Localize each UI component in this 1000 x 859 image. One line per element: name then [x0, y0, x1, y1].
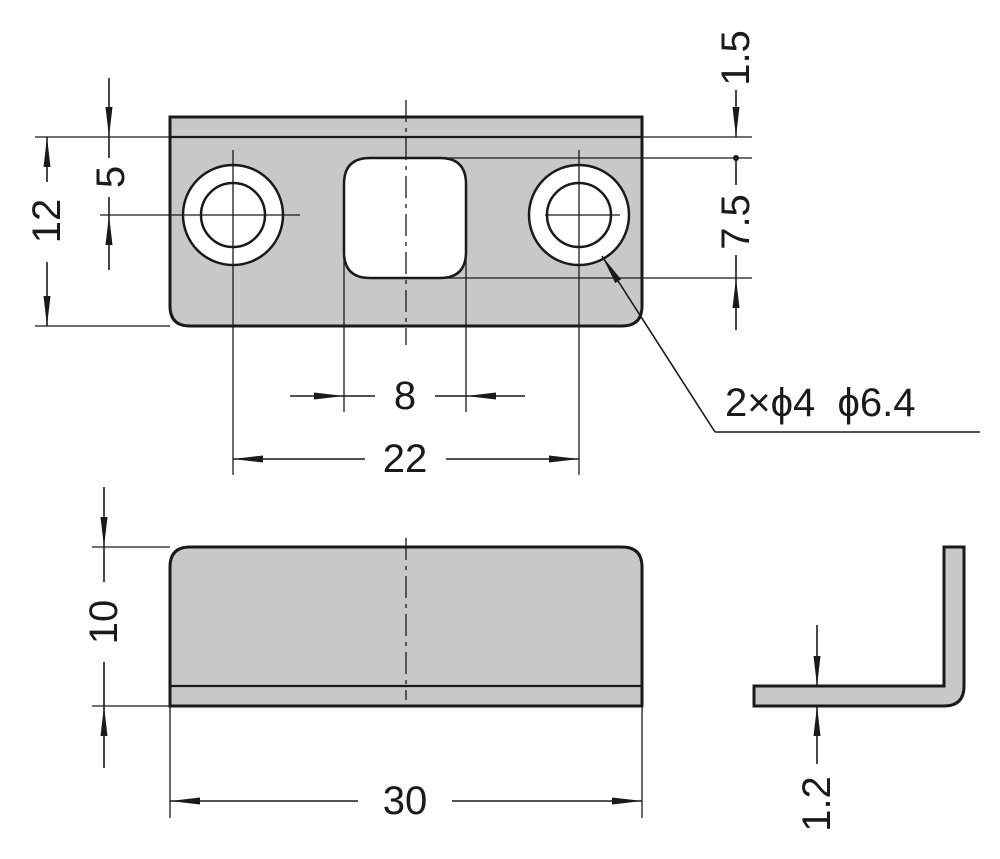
dim-top-offset: 1.5 [714, 30, 758, 185]
side-view [752, 545, 966, 708]
dim-plate-length: 30 [170, 779, 642, 823]
dim-hole-offset: 5 [89, 78, 133, 270]
dim-slot-height: 7.5 [714, 194, 758, 330]
dim-slot-height-label: 7.5 [714, 194, 758, 250]
dim-plate-height: 12 [25, 137, 69, 326]
front-view [92, 538, 644, 818]
dim-plate-length-label: 30 [383, 779, 428, 823]
dim-thickness: 1.2 [795, 625, 839, 832]
dim-hole-offset-label: 5 [89, 166, 133, 188]
dim-hole-pitch-label: 22 [383, 437, 428, 481]
center-slot [342, 156, 468, 280]
side-view-profile [752, 545, 966, 708]
dim-thickness-label: 1.2 [795, 776, 839, 832]
dim-flange-height-label: 10 [82, 600, 126, 645]
hole-callout: 2×ϕ4 ϕ6.4 [601, 255, 980, 433]
dim-flange-height: 10 [82, 487, 126, 768]
dim-top-offset-label: 1.5 [714, 30, 758, 86]
dim-slot-width-label: 8 [394, 374, 416, 418]
dim-slot-width: 8 [290, 374, 525, 418]
dim-plate-height-label: 12 [25, 199, 69, 244]
dim-hole-pitch: 22 [233, 437, 579, 481]
top-view [35, 100, 752, 475]
hole-callout-label: 2×ϕ4 ϕ6.4 [725, 381, 916, 425]
